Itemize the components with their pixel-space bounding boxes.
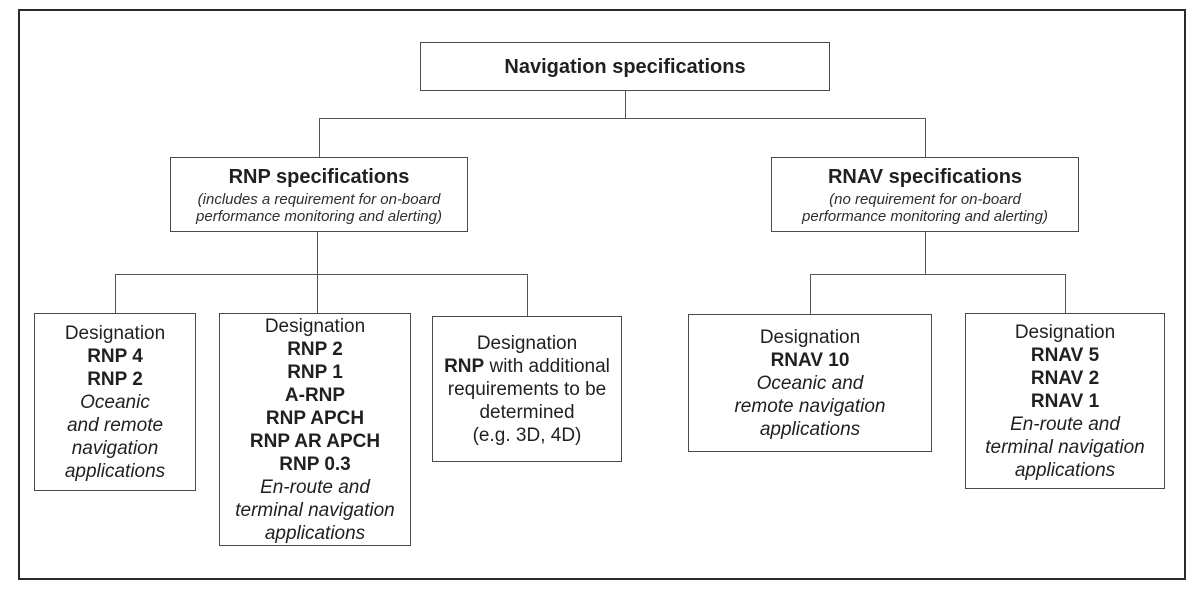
leaf-line: remote navigation — [734, 395, 886, 417]
rnp-title: RNP specifications — [228, 165, 410, 188]
connector-rnav-bar — [810, 274, 1066, 275]
leaf-line: applications — [264, 522, 366, 544]
node-rnp-specifications: RNP specifications (includes a requireme… — [170, 157, 468, 232]
leaf-line: En-route and — [1010, 413, 1120, 435]
leaf-line: terminal navigation — [235, 499, 395, 521]
root-title: Navigation specifications — [504, 55, 746, 78]
leaf-line: RNP APCH — [265, 407, 365, 429]
leaf-line: Designation — [64, 322, 166, 344]
leaf-line: RNP AR APCH — [249, 430, 381, 452]
node-rnav-specifications: RNAV specifications (no requirement for … — [771, 157, 1079, 232]
connector-drop-leaf-rnp4 — [115, 274, 116, 313]
leaf-line: RNAV 2 — [1030, 367, 1100, 389]
leaf-line: RNAV 5 — [1030, 344, 1100, 366]
leaf-line: Designation — [1014, 321, 1116, 343]
connector-rnav-stem — [925, 232, 926, 274]
connector-rnp-stem — [317, 232, 318, 313]
rnav-title: RNAV specifications — [827, 165, 1023, 188]
leaf-line: RNAV 1 — [1030, 390, 1100, 412]
connector-drop-rnav — [925, 118, 926, 157]
leaf-line: RNP with additional — [444, 355, 610, 377]
leaf-line: A-RNP — [284, 384, 346, 406]
leaf-line: determined — [479, 401, 575, 423]
connector-root-stem — [625, 91, 626, 118]
leaf-line: and remote — [66, 414, 164, 436]
leaf-line: Designation — [264, 315, 366, 337]
leaf-line: terminal navigation — [985, 436, 1145, 458]
diagram-frame — [18, 9, 1186, 580]
leaf-line: En-route and — [260, 476, 370, 498]
connector-drop-leaf-rnav10 — [810, 274, 811, 314]
leaf-line: applications — [759, 418, 861, 440]
leaf-line: RNP 0.3 — [279, 453, 351, 475]
leaf-line: Oceanic and — [756, 372, 864, 394]
connector-drop-rnp — [319, 118, 320, 157]
rnp-subtitle: (includes a requirement for on-board per… — [196, 190, 442, 225]
leaf-line: RNP 2 — [87, 368, 143, 390]
connector-drop-leaf-rnav5 — [1065, 274, 1066, 313]
leaf-line: Designation — [759, 326, 861, 348]
leaf-line: Oceanic — [80, 391, 150, 413]
rnav-subtitle: (no requirement for on-board performance… — [802, 190, 1048, 225]
leaf-line: navigation — [71, 437, 159, 459]
connector-rnp-bar — [115, 274, 527, 275]
leaf-line: RNP 4 — [87, 345, 143, 367]
connector-drop-leaf-rnp-additional — [527, 274, 528, 316]
connector-level1-bar — [319, 118, 926, 119]
leaf-line: requirements to be — [447, 378, 607, 400]
leaf-line: RNAV 10 — [770, 349, 850, 371]
leaf-line: applications — [1014, 459, 1116, 481]
leaf-line: RNP 2 — [287, 338, 343, 360]
leaf-line: Designation — [476, 332, 578, 354]
node-navigation-specifications: Navigation specifications — [420, 42, 830, 91]
leaf-line: (e.g. 3D, 4D) — [472, 424, 582, 446]
leaf-line: applications — [64, 460, 166, 482]
leaf-line: RNP 1 — [287, 361, 343, 383]
